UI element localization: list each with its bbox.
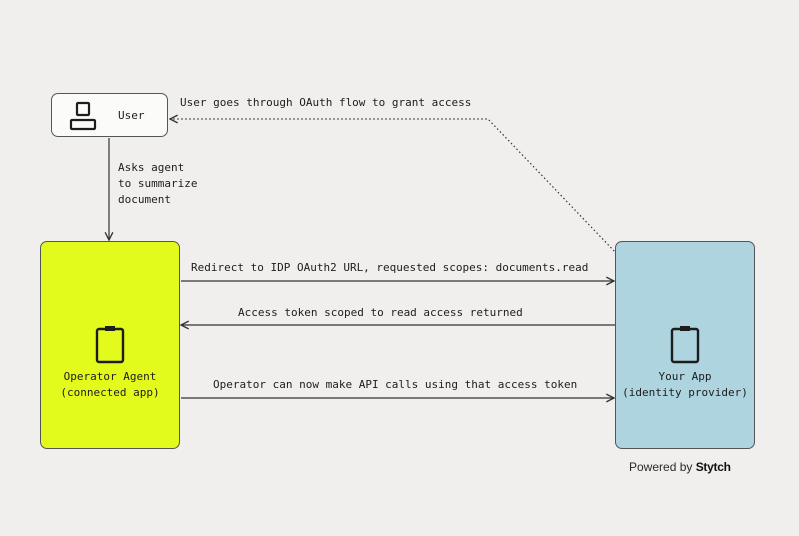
powered-by-footer: Powered by Stytch — [629, 460, 731, 474]
asks-agent-line: to summarize — [118, 177, 198, 190]
asks-agent-line: Asks agent — [118, 161, 185, 174]
token-returned-label: Access token scoped to read access retur… — [238, 306, 523, 319]
your-app-node: Your App (identity provider) — [615, 241, 755, 449]
powered-by-text: Powered by — [629, 460, 693, 474]
your-app-subtitle: (identity provider) — [622, 386, 748, 399]
operator-agent-title: Operator Agent — [63, 370, 157, 383]
arrow-oauth-flow — [170, 119, 618, 255]
stytch-logo[interactable]: Stytch — [695, 460, 731, 474]
operator-agent-node: Operator Agent (connected app) — [40, 241, 180, 449]
oauth-flow-label: User goes through OAuth flow to grant ac… — [180, 96, 472, 109]
user-icon — [69, 101, 97, 131]
your-app-title: Your App — [658, 370, 712, 383]
api-calls-label: Operator can now make API calls using th… — [213, 378, 578, 391]
operator-agent-subtitle: (connected app) — [60, 386, 160, 399]
phone-icon — [670, 326, 700, 364]
asks-agent-label: Asks agent to summarize document — [118, 160, 197, 208]
redirect-label: Redirect to IDP OAuth2 URL, requested sc… — [191, 261, 589, 274]
user-label: User — [118, 109, 145, 122]
phone-icon — [95, 326, 125, 364]
user-node: User — [51, 93, 168, 137]
asks-agent-line: document — [118, 193, 171, 206]
